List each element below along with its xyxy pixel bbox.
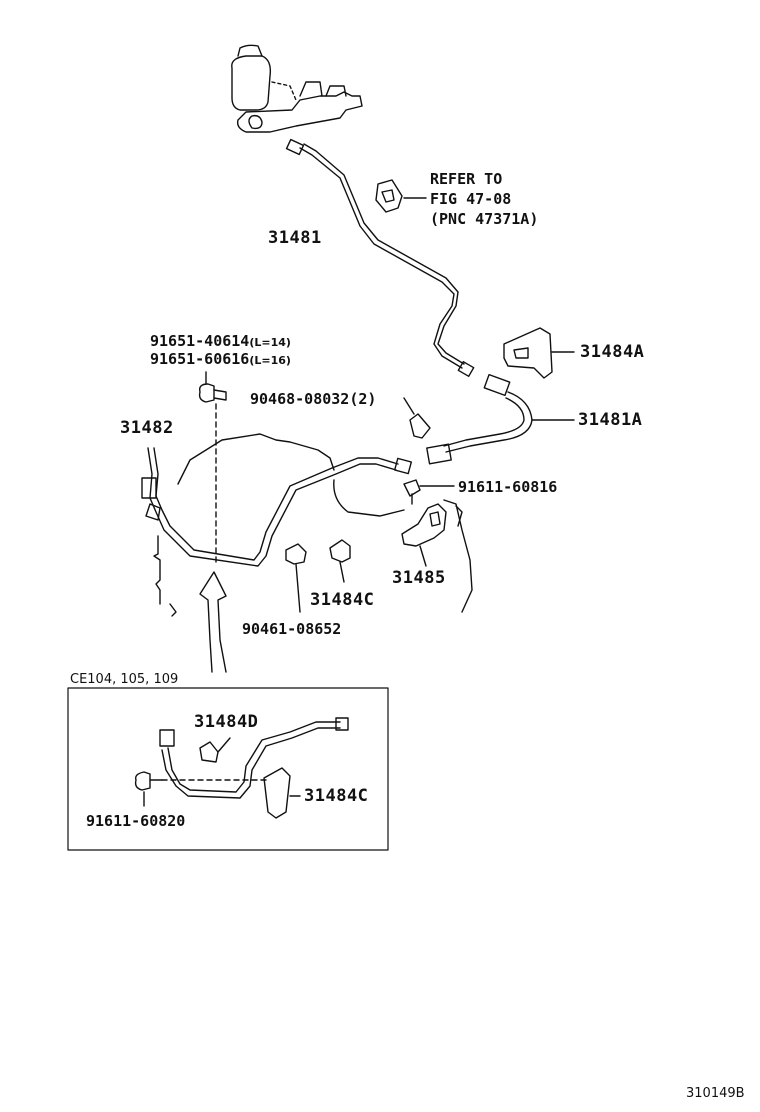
arrow-to-inset (199, 571, 227, 673)
part-number: 91651-40614 (150, 332, 250, 350)
label-31485: 31485 (392, 568, 446, 588)
bracket-31484A (503, 327, 575, 379)
label-91651-40614: 91651-40614(L=14) (150, 332, 291, 350)
refer-note-line2: FIG 47-08 (430, 190, 512, 208)
label-31481A: 31481A (578, 410, 643, 430)
bracket-refer (375, 179, 427, 213)
label-91651-60616: 91651-60616(L=16) (150, 350, 291, 368)
label-90461-08652: 90461-08652 (242, 620, 342, 638)
bolt-91651 (198, 371, 227, 565)
bracket-31485 (401, 503, 447, 567)
part-number: 90468-08032 (250, 390, 350, 408)
quantity: (2) (349, 390, 377, 408)
pipe-31482 (141, 447, 413, 567)
inset-bolt-91611-60820 (134, 771, 271, 807)
inset-label-31484D: 31484D (194, 712, 259, 732)
inset-box (67, 687, 389, 851)
length-note: (L=14) (249, 336, 291, 349)
inset-clip-31484D (199, 737, 231, 763)
inset-label-91611-60820: 91611-60820 (86, 812, 186, 830)
clip-90461 (285, 543, 307, 613)
label-91611-60816: 91611-60816 (458, 478, 558, 496)
label-31484C: 31484C (310, 590, 375, 610)
inset-label-31484C: 31484C (304, 786, 369, 806)
refer-note-line3: (PNC 47371A) (430, 210, 539, 228)
length-note: (L=16) (249, 354, 291, 367)
label-31482: 31482 (120, 418, 174, 438)
figure-number: 310149B (686, 1086, 745, 1101)
inset-caption: CE104, 105, 109 (70, 672, 179, 687)
master-cylinder (231, 44, 363, 133)
clip-31484C (329, 539, 351, 583)
body-outline (153, 433, 473, 617)
label-90468-08032: 90468-08032(2) (250, 390, 376, 408)
bolt-91611-60816 (403, 479, 455, 505)
refer-note-line1: REFER TO (430, 170, 503, 188)
inset-clip-31484C (263, 767, 301, 819)
part-number: 91651-60616 (150, 350, 250, 368)
label-31481: 31481 (268, 228, 322, 248)
clip-90468 (403, 397, 431, 439)
hose-31481A (426, 373, 575, 465)
label-31484A: 31484A (580, 342, 645, 362)
pipe-31481 (285, 138, 475, 378)
